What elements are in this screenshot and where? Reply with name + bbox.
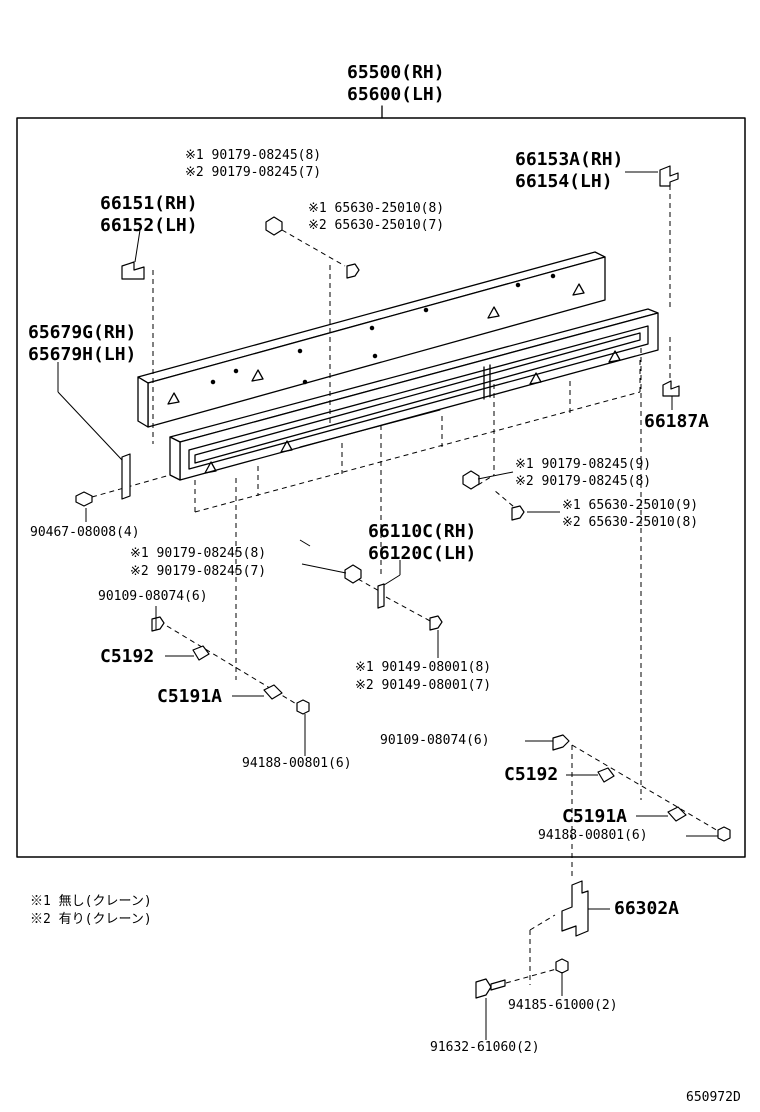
clip-66151 [121,261,145,280]
label-c5191a-left: C5191A [157,686,223,707]
label-90149-2: ※2 90149-08001(7) [355,678,492,693]
label-66151-lh: 66152(LH) [100,215,198,236]
bolt-90149 [429,615,443,631]
strip-65679 [121,453,131,500]
c5191a-right [667,806,687,822]
label-91632: 91632-61060(2) [430,1040,540,1055]
label-90179-top-1: ※1 90179-08245(8) [185,148,322,163]
clip-66153 [659,165,679,187]
note-1: ※1 無し(クレーン) [30,894,152,909]
c5192-right [597,767,615,783]
label-90179-mid-1: ※1 90179-08245(8) [130,546,267,561]
nut-90179-top [265,216,283,236]
clip-66187 [662,380,680,397]
label-65630-top-2: ※2 65630-25010(7) [308,218,445,233]
label-65679-lh: 65679H(LH) [28,344,137,365]
upper-panel [137,251,606,428]
label-66153-lh: 66154(LH) [515,171,613,192]
label-66187: 66187A [644,411,710,432]
nut-90179-mid [344,564,362,584]
bracket-66110 [377,583,385,609]
nut-90179-right [462,470,480,490]
label-90109-left: 90109-08074(6) [98,589,208,604]
label-66110-rh: 66110C(RH) [368,521,477,542]
note-2: ※2 有り(クレーン) [30,912,152,927]
label-c5191a-right: C5191A [562,806,628,827]
label-90149-1: ※1 90149-08001(8) [355,660,492,675]
label-90179-top-2: ※2 90179-08245(7) [185,165,322,180]
label-65630-right-1: ※1 65630-25010(9) [562,498,699,513]
label-66151-rh: 66151(RH) [100,193,198,214]
label-66110-lh: 66120C(LH) [368,543,477,564]
label-94188-left: 94188-00801(6) [242,756,352,771]
label-65630-right-2: ※2 65630-25010(8) [562,515,699,530]
c5192-left [192,645,210,661]
nut-94188-left [296,699,310,715]
bolt-65630-top [346,263,360,279]
assembly-frame [16,117,746,858]
bolt-65630-right [511,505,525,521]
clip-90467 [75,491,93,507]
lower-frame [169,308,659,481]
bolt-90109-right [552,734,570,751]
bolt-91632 [475,978,492,999]
diagram-code: 650972D [686,1090,741,1105]
label-65630-top-1: ※1 65630-25010(8) [308,201,445,216]
bracket-66302 [561,880,589,937]
label-65679-rh: 65679G(RH) [28,322,137,343]
label-90179-mid-2: ※2 90179-08245(7) [130,564,267,579]
label-90179-right-2: ※2 90179-08245(8) [515,474,652,489]
label-90467: 90467-08008(4) [30,525,140,540]
label-90179-right-1: ※1 90179-08245(9) [515,457,652,472]
nut-94188-right [717,826,731,842]
label-66153-rh: 66153A(RH) [515,149,624,170]
main-assembly-rh: 65500(RH) [347,62,445,83]
label-94185: 94185-61000(2) [508,998,618,1013]
label-90109-right: 90109-08074(6) [380,733,490,748]
nut-94185 [555,958,569,974]
label-94188-right: 94188-00801(6) [538,828,648,843]
label-66302: 66302A [614,898,680,919]
label-c5192-right: C5192 [504,764,559,785]
label-c5192-left: C5192 [100,646,155,667]
main-assembly-lh: 65600(LH) [347,84,445,105]
bolt-90109-left [151,616,165,632]
c5191a-left [263,684,283,700]
